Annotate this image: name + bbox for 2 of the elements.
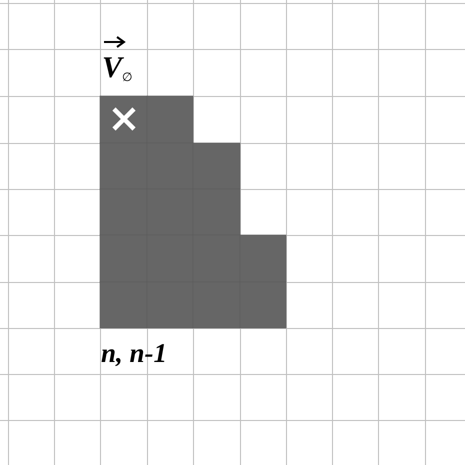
step-label: n, n-1 (101, 340, 168, 367)
vector-symbol: V$_{∅}$ (102, 53, 132, 83)
